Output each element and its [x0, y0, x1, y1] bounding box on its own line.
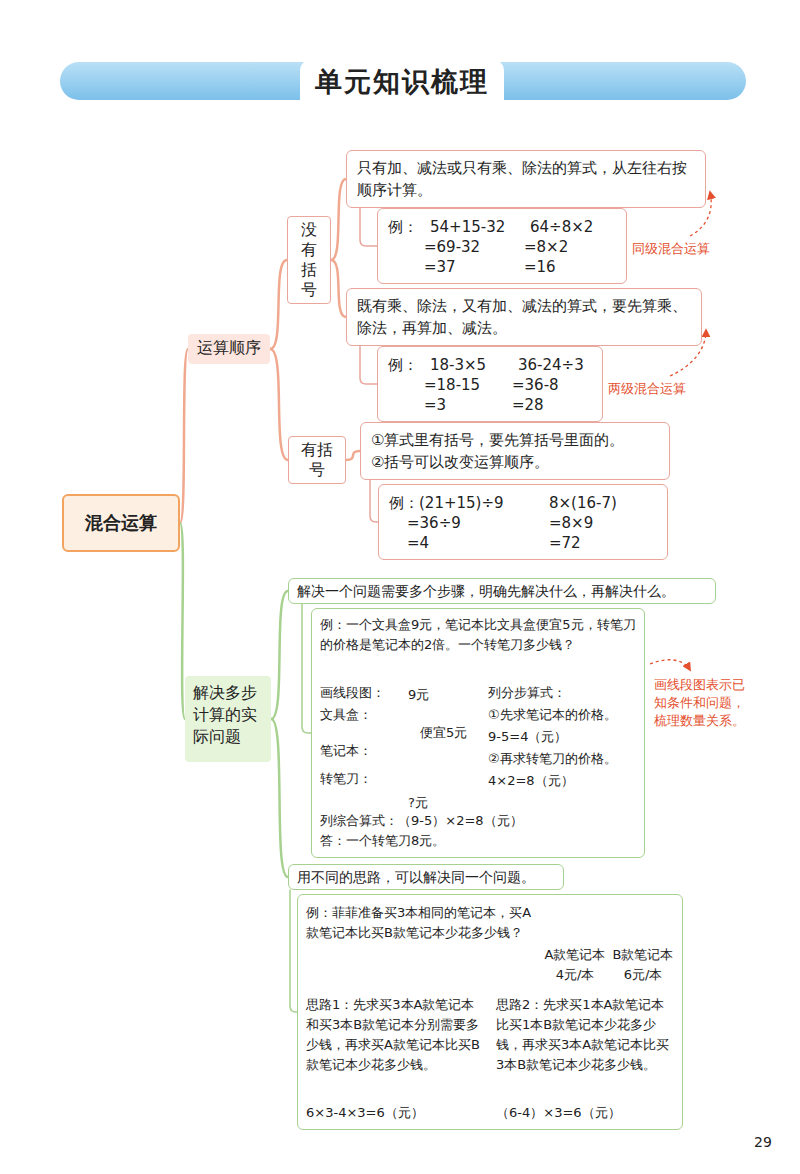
rule-box: 用不同的思路，可以解决同一个问题。 — [288, 864, 564, 890]
example-box: 例：菲菲准备买3本相同的笔记本，买A款笔记本比买B款笔记本少花多少钱？A款笔记本… — [297, 894, 683, 1130]
tree-branch — [271, 719, 288, 877]
node-text: 既有乘、除法，又有加、减法的算式，要先算乘、除法，再算加、减法。 — [357, 295, 691, 339]
page-title: 单元知识梳理 — [315, 64, 489, 100]
node-text: 例： — [388, 355, 418, 375]
node-text: =69-32 — [424, 237, 480, 257]
example-box: 例：一个文具盒9元，笔记本比文具盒便宜5元，转笔刀的价格是笔记本的2倍。一个转笔… — [311, 608, 645, 858]
tree-branch — [290, 890, 297, 1012]
node-text: 列综合算式：（9-5）×2=8（元） — [320, 811, 523, 831]
node-text: 只有加、减法或只有乘、除法的算式，从左往右按顺序计算。 — [357, 157, 695, 201]
node-text: =4 — [407, 533, 429, 553]
node-text: =28 — [512, 395, 544, 415]
node-text: =8×9 — [549, 513, 593, 533]
title-tab: 单元知识梳理 — [300, 60, 504, 104]
callout-note: 两级混合运算 — [608, 380, 686, 398]
node-text: 9-5=4（元） — [488, 727, 567, 747]
node-text: =16 — [524, 257, 556, 277]
node-text: =37 — [424, 257, 456, 277]
node-text: 没有括号 — [294, 220, 324, 300]
node-text: ①算式里有括号，要先算括号里面的。 — [371, 429, 659, 451]
rule-box: 只有加、减法或只有乘、除法的算式，从左往右按顺序计算。 — [346, 150, 706, 208]
rule-box: 解决一个问题需要多个步骤，明确先解决什么，再解决什么。 — [288, 578, 716, 604]
branch-topic: 解决多步计算的实际问题 — [185, 676, 271, 762]
node-text: 4×2=8（元） — [488, 771, 574, 791]
tree-branch — [346, 451, 360, 460]
node-text: 9元 — [408, 685, 429, 705]
sub-topic: 有括号 — [288, 436, 346, 484]
node-text: 混合运算 — [85, 511, 157, 535]
node-text: B款笔记本 6元/本 — [610, 945, 676, 985]
rule-box: ①算式里有括号，要先算括号里面的。②括号可以改变运算顺序。 — [360, 422, 670, 480]
node-text: ②再求转笔刀的价格。 — [488, 749, 617, 769]
node-text: 例：(21+15)÷9 — [389, 493, 504, 513]
tree-branch — [331, 179, 346, 260]
node-text: 运算顺序 — [194, 338, 264, 359]
node-text: A款笔记本 4元/本 — [542, 945, 608, 985]
example-box: 例：(21+15)÷9=36÷9=4 8×(16-7)=8×9=72 — [378, 484, 668, 560]
node-text: =3 — [424, 395, 446, 415]
node-text: 画线段图： — [320, 683, 385, 703]
branch-topic: 运算顺序 — [188, 334, 270, 364]
node-text: 转笔刀： — [320, 769, 372, 789]
tree-branch — [180, 349, 188, 523]
tree-branch — [360, 208, 377, 246]
callout-note: 画线段图表示已知条件和问题，梳理数量关系。 — [654, 676, 746, 730]
node-text: =8×2 — [524, 237, 568, 257]
node-text: 文具盒： — [320, 705, 372, 725]
node-text: 有括号 — [295, 440, 339, 480]
tree-branch — [270, 260, 287, 349]
node-text: 64÷8×2 — [530, 217, 593, 237]
node-text: =36÷9 — [407, 513, 461, 533]
node-text: 思路2：先求买1本A款笔记本比买1本B款笔记本少花多少钱，再求买3本A款笔记本比… — [496, 995, 670, 1075]
node-text: 解决一个问题需要多个步骤，明确先解决什么，再解决什么。 — [297, 581, 707, 601]
sub-topic: 没有括号 — [287, 216, 331, 304]
tree-branch — [331, 260, 346, 317]
callout-note: 同级混合运算 — [632, 240, 710, 258]
node-text: =18-15 — [424, 375, 480, 395]
node-text: ②括号可以改变运算顺序。 — [371, 451, 659, 473]
node-text: 8×(16-7) — [549, 493, 617, 513]
node-text: ?元 — [408, 793, 428, 813]
node-text: 36-24÷3 — [518, 355, 584, 375]
tree-branch — [302, 604, 311, 733]
example-box: 例： 54+15-32=69-32=37 64÷8×2=8×2=16 — [377, 208, 627, 284]
node-text: 笔记本： — [320, 741, 372, 761]
node-text: 例： — [388, 217, 418, 237]
tree-branch — [360, 346, 377, 384]
node-text: 答：一个转笔刀8元。 — [320, 831, 445, 851]
page-number: 29 — [754, 1134, 772, 1150]
node-text: 便宜5元 — [420, 723, 467, 743]
callout-arrow — [650, 660, 690, 670]
tree-branch — [270, 349, 288, 460]
node-text: ①先求笔记本的价格。 — [488, 705, 617, 725]
tree-branch — [370, 480, 378, 522]
example-box: 例： 18-3×5=18-15=3 36-24÷3=36-8=28 — [377, 346, 603, 422]
node-text: 54+15-32 — [430, 217, 505, 237]
tree-branch — [271, 591, 288, 719]
node-text: 思路1：先求买3本A款笔记本和买3本B款笔记本分别需要多少钱，再求买A款笔记本比… — [306, 995, 482, 1075]
node-text: 用不同的思路，可以解决同一个问题。 — [297, 867, 555, 887]
node-text: =72 — [549, 533, 581, 553]
node-text: 18-3×5 — [430, 355, 486, 375]
node-text: 例：一个文具盒9元，笔记本比文具盒便宜5元，转笔刀的价格是笔记本的2倍。一个转笔… — [320, 615, 638, 655]
node-text: 6×3-4×3=6（元） — [306, 1103, 424, 1123]
node-text: （6-4）×3=6（元） — [496, 1103, 621, 1123]
node-text: =36-8 — [512, 375, 559, 395]
rule-box: 既有乘、除法，又有加、减法的算式，要先算乘、除法，再算加、减法。 — [346, 288, 702, 346]
node-text: 解决多步计算的实际问题 — [193, 682, 263, 748]
node-text: 例：菲菲准备买3本相同的笔记本，买A款笔记本比买B款笔记本少花多少钱？ — [306, 903, 538, 943]
node-text: 列分步算式： — [488, 683, 566, 703]
root-topic: 混合运算 — [62, 494, 180, 552]
